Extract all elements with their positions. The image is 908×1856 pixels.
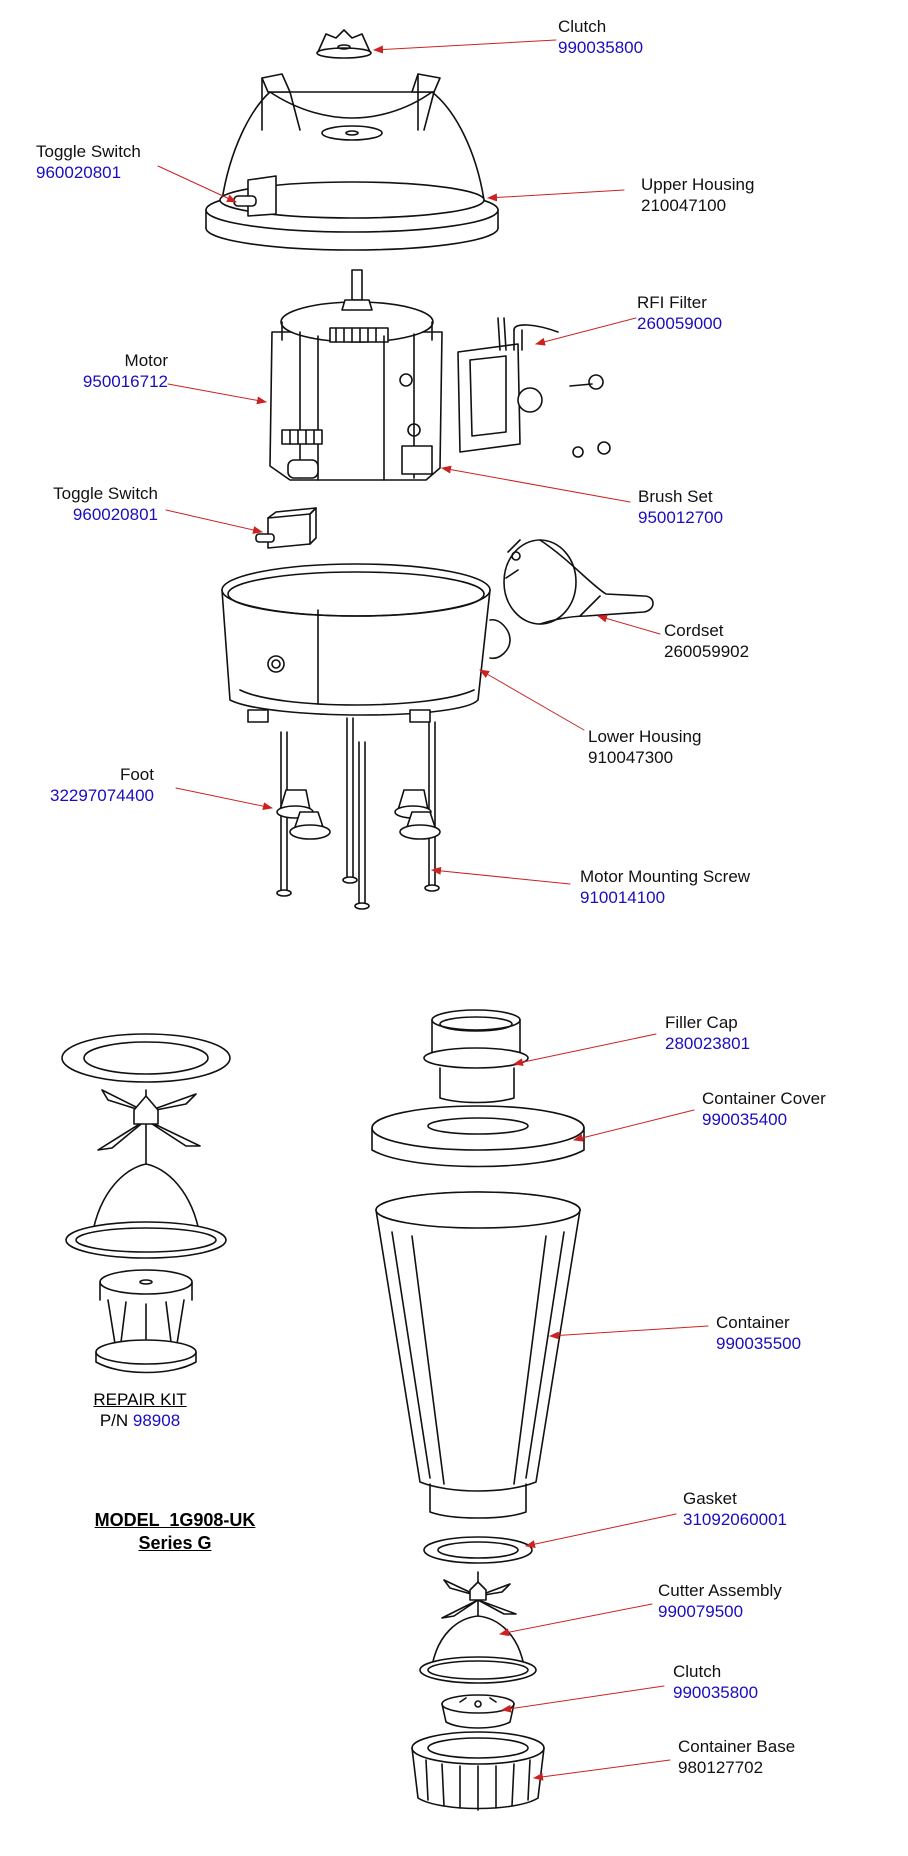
part-name: Cordset xyxy=(664,621,724,640)
rfi-filter-part xyxy=(457,317,611,458)
leader-toggle-switch-lower xyxy=(165,509,263,534)
callout-clutch-bottom: Clutch 990035800 xyxy=(673,1661,758,1703)
part-number: 910014100 xyxy=(580,888,666,907)
cordset-part xyxy=(503,539,654,625)
part-name: Gasket xyxy=(683,1489,737,1508)
leader-lower-housing xyxy=(479,669,585,731)
foot-parts xyxy=(276,789,441,840)
container-part xyxy=(375,1191,581,1519)
repair-kit-pn: 98908 xyxy=(132,1411,181,1430)
part-name: Upper Housing xyxy=(641,175,755,194)
callout-container-base: Container Base 980127702 xyxy=(678,1736,795,1778)
callout-lower-housing: Lower Housing 910047300 xyxy=(588,726,701,768)
repair-kit-illustration xyxy=(61,1033,231,1374)
callout-gasket: Gasket 31092060001 xyxy=(683,1488,787,1530)
leader-brush-set xyxy=(441,465,631,503)
repair-kit-pn-prefix: P/N xyxy=(99,1411,133,1430)
callout-foot: Foot 32297074400 xyxy=(50,764,154,806)
part-name: Brush Set xyxy=(638,487,713,506)
part-number: 280023801 xyxy=(665,1034,751,1053)
part-number: 990035500 xyxy=(716,1334,802,1353)
leader-gasket xyxy=(525,1513,677,1549)
upper-housing-part xyxy=(205,73,499,251)
callout-container: Container 990035500 xyxy=(716,1312,801,1354)
part-number: 990035800 xyxy=(673,1683,759,1702)
leader-container-base xyxy=(533,1759,671,1781)
leader-filler-cap xyxy=(513,1033,657,1067)
callout-cutter-assembly: Cutter Assembly 990079500 xyxy=(658,1580,782,1622)
part-number: 260059000 xyxy=(637,314,723,333)
leader-rfi-filter xyxy=(535,317,637,346)
leader-container-cover xyxy=(573,1109,695,1142)
container-cover-part xyxy=(371,1105,585,1168)
part-number: 910047300 xyxy=(588,748,674,767)
leader-clutch-top xyxy=(373,39,557,54)
part-name: Toggle Switch xyxy=(36,142,141,161)
part-number: 260059902 xyxy=(664,642,750,661)
leader-motor-mounting-screw xyxy=(431,866,571,885)
clutch-bottom-part xyxy=(441,1694,515,1729)
callout-upper-housing: Upper Housing 210047100 xyxy=(641,174,754,216)
leader-container xyxy=(549,1325,709,1340)
container-base-part xyxy=(411,1731,545,1811)
part-number: 950012700 xyxy=(638,508,724,527)
leader-cordset xyxy=(597,614,661,635)
leader-lines xyxy=(157,39,709,1781)
repair-kit-pn-line: P/N 98908 xyxy=(100,1411,180,1430)
cutter-assembly-part xyxy=(419,1571,537,1684)
callout-container-cover: Container Cover 990035400 xyxy=(702,1088,826,1130)
part-name: Motor Mounting Screw xyxy=(580,867,751,886)
part-name: Container Cover xyxy=(702,1089,826,1108)
part-number: 32297074400 xyxy=(49,786,154,805)
gasket-part xyxy=(423,1536,533,1564)
leader-upper-housing xyxy=(487,189,625,202)
part-number: 980127702 xyxy=(678,1758,764,1777)
part-name: Toggle Switch xyxy=(53,484,158,503)
repair-kit-caption: REPAIR KIT P/N 98908 xyxy=(60,1389,220,1431)
part-name: Motor xyxy=(124,351,168,370)
motor-part xyxy=(269,269,443,481)
callout-clutch-top: Clutch 990035800 xyxy=(558,16,643,58)
part-number: 31092060001 xyxy=(683,1510,788,1529)
leader-clutch-bottom xyxy=(501,1685,665,1713)
callout-toggle-switch-upper: Toggle Switch 960020801 xyxy=(36,141,141,183)
callout-motor: Motor 950016712 xyxy=(83,350,168,392)
callout-toggle-switch-lower: Toggle Switch 960020801 xyxy=(53,483,158,525)
part-name: Foot xyxy=(119,765,154,784)
part-name: RFI Filter xyxy=(637,293,707,312)
leader-toggle-switch-upper xyxy=(157,165,237,203)
callout-cordset: Cordset 260059902 xyxy=(664,620,749,662)
callout-brush-set: Brush Set 950012700 xyxy=(638,486,723,528)
part-number: 960020801 xyxy=(72,505,158,524)
model-title: MODEL 1G908-UK Series G xyxy=(60,1509,290,1555)
leader-motor xyxy=(167,383,267,405)
part-name: Container Base xyxy=(678,1737,796,1756)
part-number: 960020801 xyxy=(36,163,122,182)
model-line-1: MODEL 1G908-UK xyxy=(94,1510,256,1530)
part-name: Cutter Assembly xyxy=(658,1581,782,1600)
part-name: Container xyxy=(716,1313,790,1332)
part-number: 210047100 xyxy=(641,196,727,215)
part-number: 990035400 xyxy=(702,1110,788,1129)
callout-rfi-filter: RFI Filter 260059000 xyxy=(637,292,722,334)
part-name: Filler Cap xyxy=(665,1013,738,1032)
part-number: 950016712 xyxy=(82,372,168,391)
part-number: 990079500 xyxy=(658,1602,744,1621)
callout-motor-mounting-screw: Motor Mounting Screw 910014100 xyxy=(580,866,750,908)
repair-kit-title: REPAIR KIT xyxy=(93,1390,187,1409)
part-name: Lower Housing xyxy=(588,727,702,746)
model-line-2: Series G xyxy=(138,1533,212,1553)
leader-cutter-assembly xyxy=(499,1603,653,1637)
callout-filler-cap: Filler Cap 280023801 xyxy=(665,1012,750,1054)
part-name: Clutch xyxy=(673,1662,722,1681)
lower-housing-part xyxy=(221,563,511,723)
filler-cap-part xyxy=(423,1009,529,1104)
leader-foot xyxy=(175,787,273,811)
toggle-switch-lower-part xyxy=(255,507,317,549)
clutch-top-part xyxy=(316,29,372,59)
part-name: Clutch xyxy=(558,17,607,36)
part-number: 990035800 xyxy=(558,38,644,57)
